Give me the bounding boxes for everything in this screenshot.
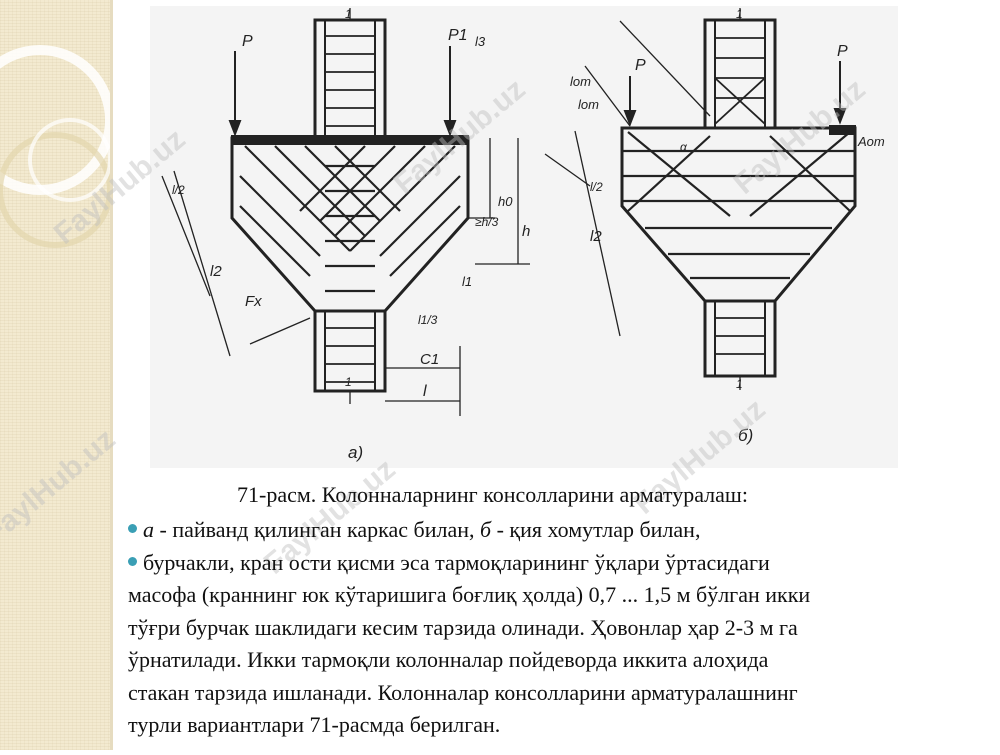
dim-label: l — [423, 383, 427, 400]
reinforcement-figure: P P1 l3 1 1 l2 Fx ≥h/3 h0 h l1 l1/3 C1 l… — [150, 6, 898, 468]
dim-label: Aom — [857, 134, 885, 149]
dim-label: 1 — [345, 375, 352, 389]
dim-label: 1 — [736, 7, 743, 21]
bullet-icon — [128, 556, 137, 566]
dim-label: l/2 — [590, 180, 603, 194]
dim-label: P1 — [448, 27, 468, 44]
drawing-a: P P1 l3 1 1 l2 Fx ≥h/3 h0 h l1 l1/3 C1 l… — [161, 7, 530, 462]
dim-label: l2 — [210, 263, 222, 280]
dim-label: l/2 — [172, 183, 185, 197]
dim-label: P — [242, 33, 253, 50]
dim-label: 1 — [345, 7, 352, 21]
dim-label: P — [837, 43, 848, 60]
dim-label: P — [635, 57, 646, 74]
label-a: а) — [348, 443, 363, 462]
text-b: - қия хомутлар билан, — [491, 517, 701, 542]
dim-label: Fx — [245, 293, 262, 310]
dim-label: l2 — [590, 228, 602, 245]
text-a: - пайванд қилинган каркас билан, — [154, 517, 481, 542]
decorative-left-band — [0, 0, 115, 750]
band-edge — [110, 0, 113, 750]
body-text: а - пайванд қилинган каркас билан, б - қ… — [128, 514, 990, 742]
dim-label: ≥h/3 — [475, 215, 499, 229]
paragraph-line: бурчакли, кран ости қисми эса тармоқлари… — [143, 549, 770, 575]
dim-label: C1 — [420, 351, 439, 368]
dim-label: h0 — [498, 194, 513, 209]
paragraph-line: ўрнатилади. Икки тармоқли колонналар пой… — [128, 647, 769, 672]
paragraph-line: турли вариантлари 71-расмда берилган. — [128, 712, 501, 737]
letter-a: а — [143, 517, 154, 542]
dim-label: l1 — [462, 274, 472, 289]
paragraph-line: стакан тарзида ишланади. Колонналар конс… — [128, 679, 798, 705]
figure-drawing: P P1 l3 1 1 l2 Fx ≥h/3 h0 h l1 l1/3 C1 l… — [161, 7, 885, 462]
dim-label: l3 — [475, 34, 486, 49]
bullet-line: а - пайванд қилинган каркас билан, б - қ… — [128, 514, 990, 547]
label-b: б) — [738, 426, 753, 445]
bullet-line: бурчакли, кран ости қисми эса тармоқлари… — [128, 547, 990, 580]
bullet-icon — [128, 524, 137, 533]
dim-label: lom — [578, 97, 599, 112]
dim-label: α — [680, 140, 688, 154]
letter-b: б — [480, 517, 492, 542]
figure-caption: 71-расм. Колонналарнинг консолларини арм… — [237, 482, 748, 507]
paragraph-line: масофа (краннинг юк кўтаришига боғлиқ ҳо… — [128, 582, 811, 607]
dim-label: l1/3 — [418, 313, 438, 327]
dim-label: 1 — [736, 377, 743, 391]
drawing-b: P P lom lom l2 l/2 Aom 1 1 α б) — [544, 7, 885, 445]
decorative-circles — [0, 45, 115, 248]
dim-label: lom — [570, 74, 591, 89]
dim-label: h — [522, 223, 530, 240]
paragraph-line: тўғри бурчак шаклидаги кесим тарзида оли… — [128, 614, 798, 640]
